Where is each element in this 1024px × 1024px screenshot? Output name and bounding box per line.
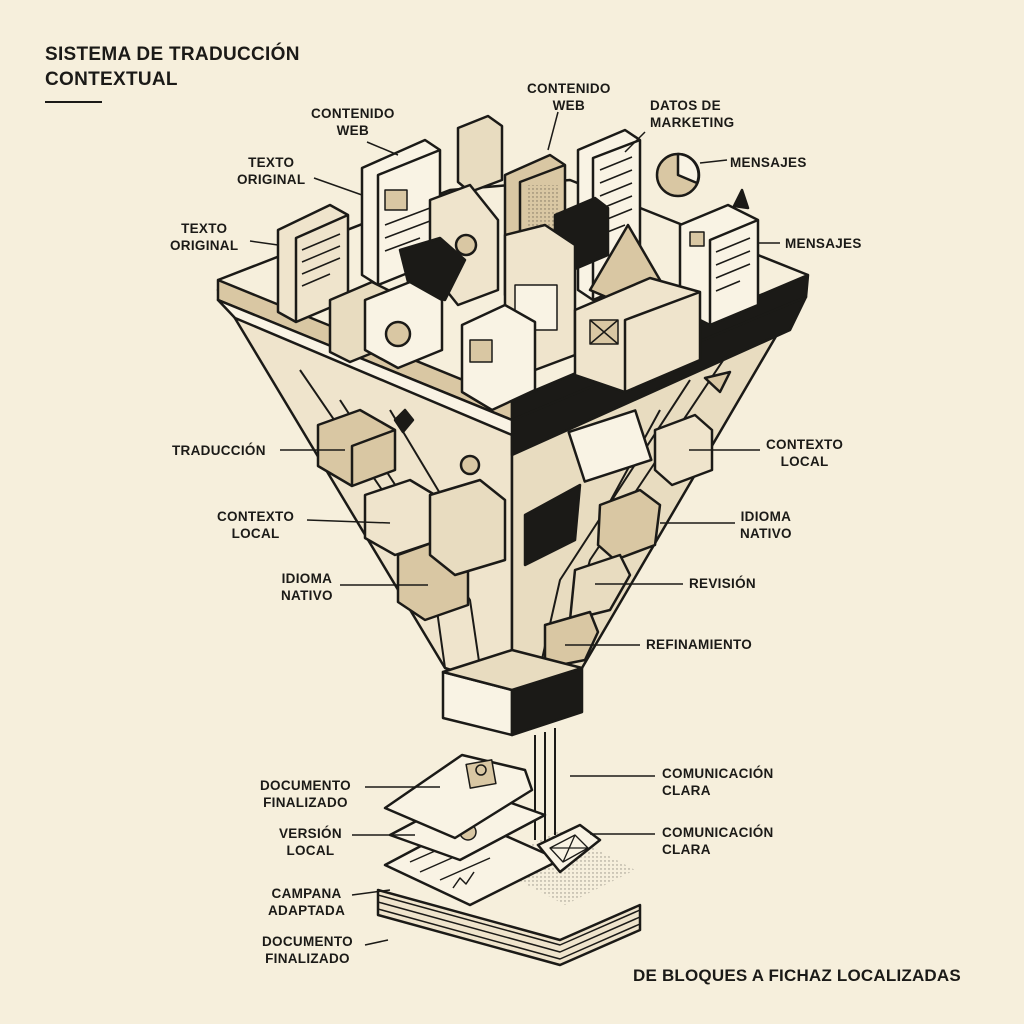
shape-small-drop [734, 190, 748, 208]
label-texto-original-1: TEXTO ORIGINAL [237, 154, 305, 188]
label-contenido-web-left: CONTENIDO WEB [311, 105, 395, 139]
footer-caption: DE BLOQUES A FICHAZ LOCALIZADAS [633, 966, 961, 986]
label-documento-finalizado-2: DOCUMENTO FINALIZADO [262, 933, 353, 967]
label-contexto-local-left: CONTEXTO LOCAL [217, 508, 294, 542]
drip-lines [535, 728, 555, 845]
label-refinamiento: REFINAMIENTO [646, 636, 752, 653]
label-comunicacion-clara-2: COMUNICACIÓN CLARA [662, 824, 774, 858]
label-version-local: VERSIÓN LOCAL [279, 825, 342, 859]
label-idioma-nativo-left: IDIOMA NATIVO [281, 570, 333, 604]
circle-marker-left [461, 456, 479, 474]
label-mensajes-top: MENSAJES [730, 154, 807, 171]
label-revision: REVISIÓN [689, 575, 756, 592]
label-datos-marketing: DATOS DE MARKETING [650, 97, 734, 131]
block-top-cylinder [458, 116, 502, 192]
label-campana-adaptada: CAMPANA ADAPTADA [268, 885, 345, 919]
label-traduccion: TRADUCCIÓN [172, 442, 266, 459]
label-texto-original-2: TEXTO ORIGINAL [170, 220, 238, 254]
label-comunicacion-clara-1: COMUNICACIÓN CLARA [662, 765, 774, 799]
label-contenido-web-top: CONTENIDO WEB [527, 80, 611, 114]
title-underline [45, 101, 102, 103]
label-mensajes-right: MENSAJES [785, 235, 862, 252]
block-center [430, 480, 505, 575]
label-contexto-local-right: CONTEXTO LOCAL [766, 436, 843, 470]
label-idioma-nativo-right: IDIOMA NATIVO [740, 508, 792, 542]
label-documento-finalizado-1: DOCUMENTO FINALIZADO [260, 777, 351, 811]
diagram-title: SISTEMA DE TRADUCCIÓN CONTEXTUAL [45, 42, 300, 92]
